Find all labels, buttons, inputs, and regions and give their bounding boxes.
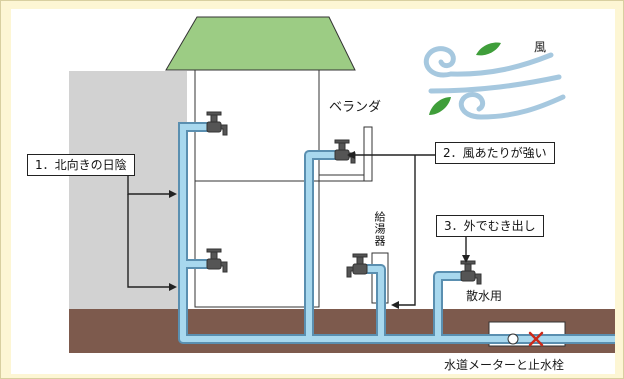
veranda-railing [318, 174, 370, 182]
faucet-icon [206, 111, 228, 136]
callout-north-shade-text: 1．北向きの日陰 [35, 158, 127, 172]
veranda-label: ベランダ [329, 100, 382, 115]
callout-north-shade: 1．北向きの日陰 [27, 154, 135, 177]
sprinkler-label: 散水用 [466, 289, 503, 303]
faucet-icon [346, 253, 368, 278]
faucet-icon [206, 248, 228, 273]
arrowhead [462, 255, 470, 263]
pipe-main-route-fill [180, 124, 492, 342]
diagram-canvas: 1．北向きの日陰 2．風あたりが強い 3．外でむき出し ベランダ 風 給湯器 散… [11, 9, 615, 374]
arrowhead [169, 190, 177, 198]
wind-label: 風 [534, 40, 547, 54]
house-lower-floor [194, 180, 320, 308]
arrow-north-shade [127, 194, 173, 288]
stop-valve-closed-icon [528, 331, 544, 347]
pipe-heater-riser-fill [364, 266, 384, 342]
faucet-icon [334, 139, 356, 164]
arrow-strong-wind [395, 155, 416, 306]
callout-exposed: 3．外でむき出し [436, 215, 544, 238]
arrowhead [347, 151, 355, 159]
leaf-icon [429, 97, 451, 115]
faucet-icon [460, 260, 482, 285]
water-heater-label: 給湯器 [373, 211, 386, 247]
arrowhead [391, 301, 399, 309]
arrowhead [169, 283, 177, 291]
callout-strong-wind: 2．風あたりが強い [435, 142, 555, 165]
wind-icon [423, 46, 566, 120]
diagram-svg [69, 16, 615, 353]
pipe-sprinkler-riser-fill [435, 273, 468, 342]
leaf-icon [476, 42, 501, 56]
callout-exposed-text: 3．外でむき出し [444, 219, 536, 233]
meter-icon [507, 333, 519, 345]
pipe-veranda-riser-fill [306, 152, 342, 342]
veranda-post [363, 126, 373, 182]
callout-strong-wind-text: 2．風あたりが強い [443, 146, 547, 160]
meter-valve-label: 水道メーターと止水栓 [444, 358, 565, 372]
roof [165, 16, 356, 71]
